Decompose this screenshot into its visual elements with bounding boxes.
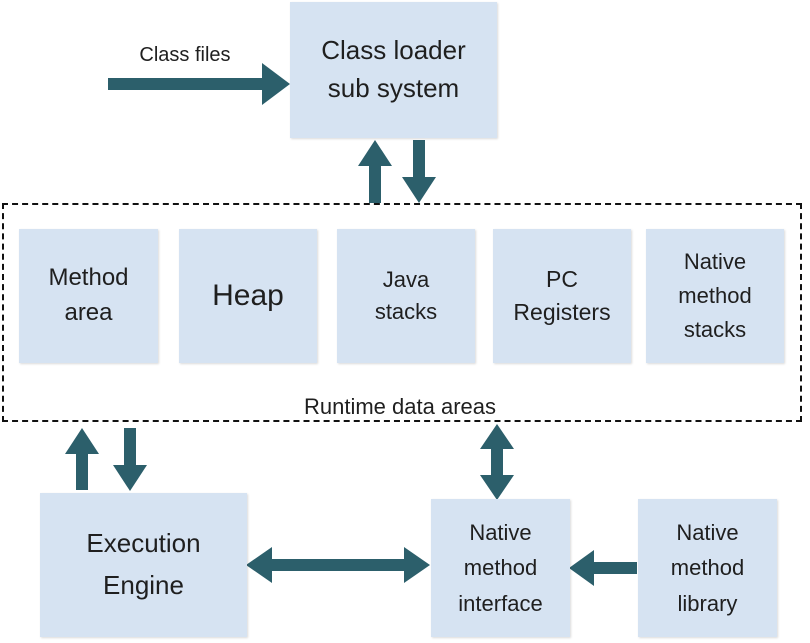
arrow-loader-to-runtime <box>402 140 436 203</box>
arrow-library-to-interface <box>569 550 637 586</box>
arrow-runtime-native-interface <box>480 424 514 500</box>
method-area-box: Method area <box>19 229 158 363</box>
runtime-data-areas-label: Runtime data areas <box>304 394 496 419</box>
class-files-label: Class files <box>139 44 231 66</box>
native-method-library-box: Native method library <box>638 499 777 637</box>
native-method-interface-box: Native method interface <box>431 499 570 637</box>
runtime-data-areas-region <box>2 203 802 422</box>
pc-registers-box: PC Registers <box>493 229 631 363</box>
arrow-engine-to-runtime <box>65 428 99 490</box>
arrow-runtime-to-loader <box>358 140 392 203</box>
arrow-engine-native-interface <box>246 547 430 583</box>
class-loader-box: Class loader sub system <box>290 2 497 138</box>
execution-engine-box: Execution Engine <box>40 493 247 637</box>
native-method-stacks-box: Native method stacks <box>646 229 784 363</box>
arrow-class-files-to-loader <box>108 63 290 105</box>
java-stacks-box: Java stacks <box>337 229 475 363</box>
heap-box: Heap <box>179 229 317 363</box>
arrow-runtime-to-engine <box>113 428 147 491</box>
